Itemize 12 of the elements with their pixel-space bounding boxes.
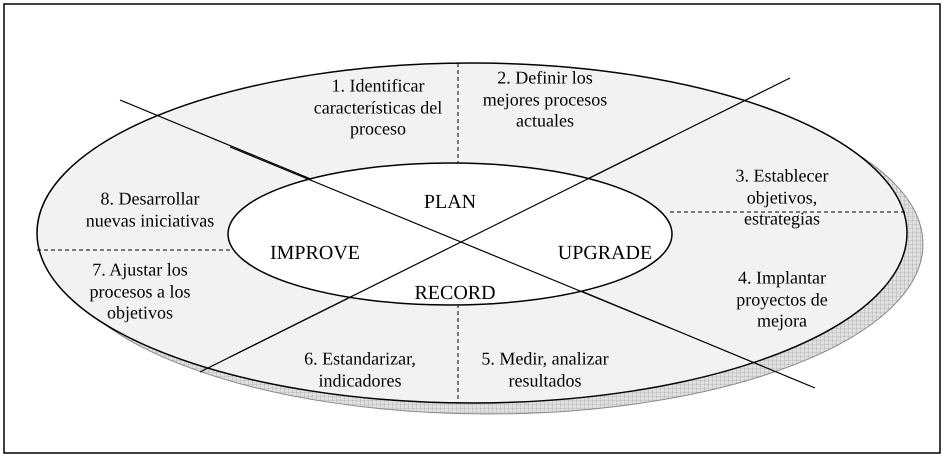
phase-label: UPGRADE xyxy=(545,241,665,265)
step-label: 6. Estandarizar, indicadores xyxy=(285,348,435,392)
phase-label: IMPROVE xyxy=(255,241,375,265)
phase-label: PLAN xyxy=(390,190,510,214)
step-label: 2. Definir los mejores procesos actuales xyxy=(470,68,620,132)
step-label: 8. Desarrollar nuevas iniciativas xyxy=(75,188,225,232)
step-label: 3. Establecer objetivos, estrategias xyxy=(712,166,852,230)
step-label: 4. Implantar proyectos de mejora xyxy=(712,268,852,332)
step-label: 7. Ajustar los procesos a los objetivos xyxy=(65,260,215,324)
phase-label: RECORD xyxy=(395,281,515,305)
step-label: 5. Medir, analizar resultados xyxy=(470,348,620,392)
step-label: 1. Identificar características del proceso xyxy=(303,76,453,140)
